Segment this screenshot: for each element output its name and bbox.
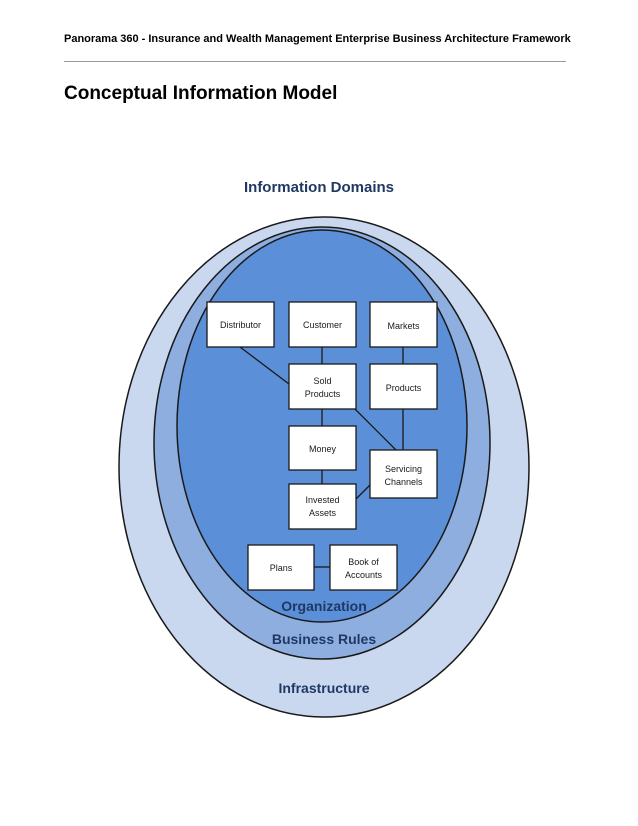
products-box xyxy=(369,363,438,410)
servicing-channels-label-line2: Channels xyxy=(384,477,423,487)
plans-label: Plans xyxy=(270,563,293,573)
header-divider xyxy=(64,61,566,62)
customer-box xyxy=(288,301,357,348)
book-of-accounts-box xyxy=(329,544,398,591)
business-rules-label: Business Rules xyxy=(272,631,376,647)
markets-label: Markets xyxy=(387,321,420,331)
section-title: Conceptual Information Model xyxy=(64,83,338,104)
invested-assets-box xyxy=(288,483,357,530)
customer-label: Customer xyxy=(303,320,342,330)
servicing-channels-label-line1: Servicing xyxy=(385,464,422,474)
infrastructure-label: Infrastructure xyxy=(278,680,369,696)
sold-products-box xyxy=(288,363,357,410)
document-header: Panorama 360 - Insurance and Wealth Mana… xyxy=(64,33,571,45)
plans-box xyxy=(247,544,315,591)
distributor-label: Distributor xyxy=(220,320,261,330)
servicing-channels-box xyxy=(369,449,438,499)
connector-invested-assets-servicing xyxy=(354,484,371,501)
organization-label: Organization xyxy=(281,598,367,614)
money-box xyxy=(288,425,357,471)
connectors xyxy=(239,346,404,568)
markets-box xyxy=(369,301,438,348)
invested-assets-label-line2: Assets xyxy=(309,508,337,518)
money-label: Money xyxy=(309,444,337,454)
connector-distributor-sold-products xyxy=(239,346,290,385)
connector-sold-products-servicing xyxy=(354,408,397,451)
diagram-title: Information Domains xyxy=(243,179,394,196)
products-label: Products xyxy=(386,383,422,393)
book-of-accounts-label-line2: Accounts xyxy=(345,570,383,580)
sold-products-label-line1: Sold xyxy=(313,376,331,386)
distributor-box xyxy=(206,301,275,348)
invested-assets-label-line1: Invested xyxy=(305,495,339,505)
sold-products-label-line2: Products xyxy=(305,389,341,399)
book-of-accounts-label-line1: Book of xyxy=(348,557,379,567)
